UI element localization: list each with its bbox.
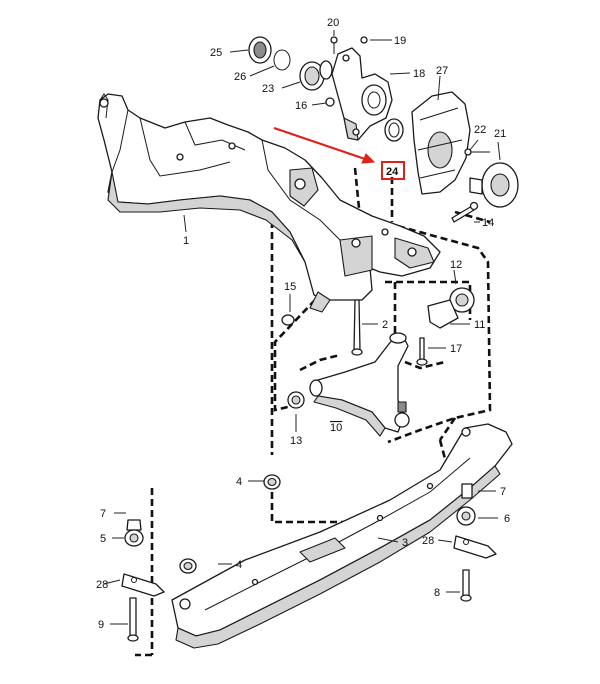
callout-16: 16	[295, 100, 307, 112]
callout-9: 9	[98, 619, 104, 631]
callout-labels: 1 2 3 4 4 5 6 7 7 8 9 10 11 12 13 14 15 …	[96, 17, 510, 631]
crossmember	[171, 423, 513, 649]
callout-4a: 4	[236, 476, 242, 488]
callout-7a: 7	[100, 508, 106, 520]
fasteners	[121, 36, 497, 642]
callout-27: 27	[436, 65, 448, 77]
callout-15: 15	[284, 281, 296, 293]
highlight-annotation	[273, 126, 405, 180]
callout-25: 25	[210, 47, 222, 59]
callout-21: 21	[494, 128, 506, 140]
callout-20: 20	[327, 17, 339, 29]
seal-ring-24	[384, 118, 404, 142]
callout-14: 14	[482, 217, 494, 229]
control-arm	[309, 332, 410, 437]
splash-shield	[411, 91, 471, 195]
callout-28a: 28	[96, 579, 108, 591]
callout-12: 12	[450, 259, 462, 271]
callout-24: 24	[386, 166, 399, 178]
subframe	[97, 93, 441, 313]
callout-8: 8	[434, 587, 440, 599]
highlight-arrow	[273, 126, 369, 162]
callout-4b: 4	[236, 559, 242, 571]
wheel-hub	[464, 148, 519, 208]
callout-3: 3	[402, 537, 408, 549]
callout-1: 1	[183, 235, 189, 247]
callout-18: 18	[413, 68, 425, 80]
callout-19: 19	[394, 35, 406, 47]
highlight-arrowhead	[361, 153, 376, 164]
leader-lines	[103, 30, 501, 625]
callout-22: 22	[474, 124, 486, 136]
callout-23: 23	[262, 83, 274, 95]
callout-6: 6	[504, 513, 510, 525]
callout-11: 11	[474, 319, 485, 331]
bearing-group	[248, 36, 333, 91]
callout-28b: 28	[422, 535, 434, 547]
callout-13: 13	[290, 435, 302, 447]
callout-17: 17	[450, 343, 462, 355]
callout-2: 2	[382, 319, 388, 331]
callout-7b: 7	[500, 486, 506, 498]
callout-10: 10	[330, 422, 342, 434]
callout-26: 26	[234, 71, 246, 83]
steering-knuckle	[331, 47, 393, 141]
highlight-box	[381, 161, 405, 180]
callout-5: 5	[100, 533, 106, 545]
